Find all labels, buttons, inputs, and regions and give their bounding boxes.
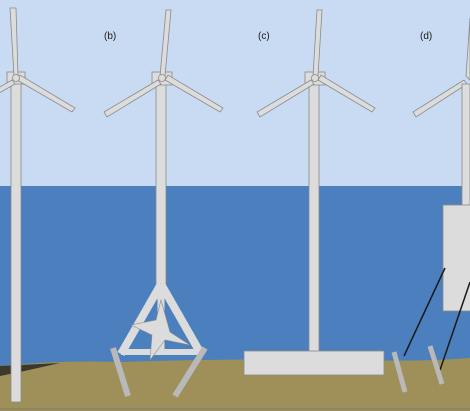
blade [0, 79, 16, 93]
blade [412, 79, 468, 118]
turbine-a-monopile [0, 7, 76, 403]
sky [0, 0, 470, 186]
gravity-base-slab [243, 350, 385, 376]
turbine-d-floating [391, 17, 470, 393]
blade [164, 74, 224, 113]
sea [0, 186, 470, 366]
anchor-pile [391, 351, 408, 393]
pile [110, 347, 131, 397]
mooring-line [403, 267, 446, 357]
blade [317, 74, 376, 113]
pile [172, 346, 208, 398]
tower [155, 83, 167, 285]
tripod-inner-brace [130, 298, 191, 362]
turbine-b-tripod [103, 9, 224, 398]
tripod-leg [157, 282, 205, 356]
hub [12, 74, 20, 82]
mooring-line [439, 281, 470, 371]
tower [308, 83, 320, 353]
tower [461, 83, 470, 207]
panel-label-b: (b) [104, 31, 116, 42]
panel-label-d: (d) [420, 31, 432, 42]
tripod-leg [117, 282, 165, 356]
panel-label-c: (c) [258, 31, 270, 42]
blade [256, 79, 315, 118]
hub [158, 74, 166, 82]
turbine-c-gravity-base [243, 9, 385, 376]
anchor-pile [427, 345, 445, 385]
hub [311, 74, 319, 82]
tower [10, 81, 22, 403]
blade [465, 17, 470, 81]
blade [103, 79, 162, 118]
